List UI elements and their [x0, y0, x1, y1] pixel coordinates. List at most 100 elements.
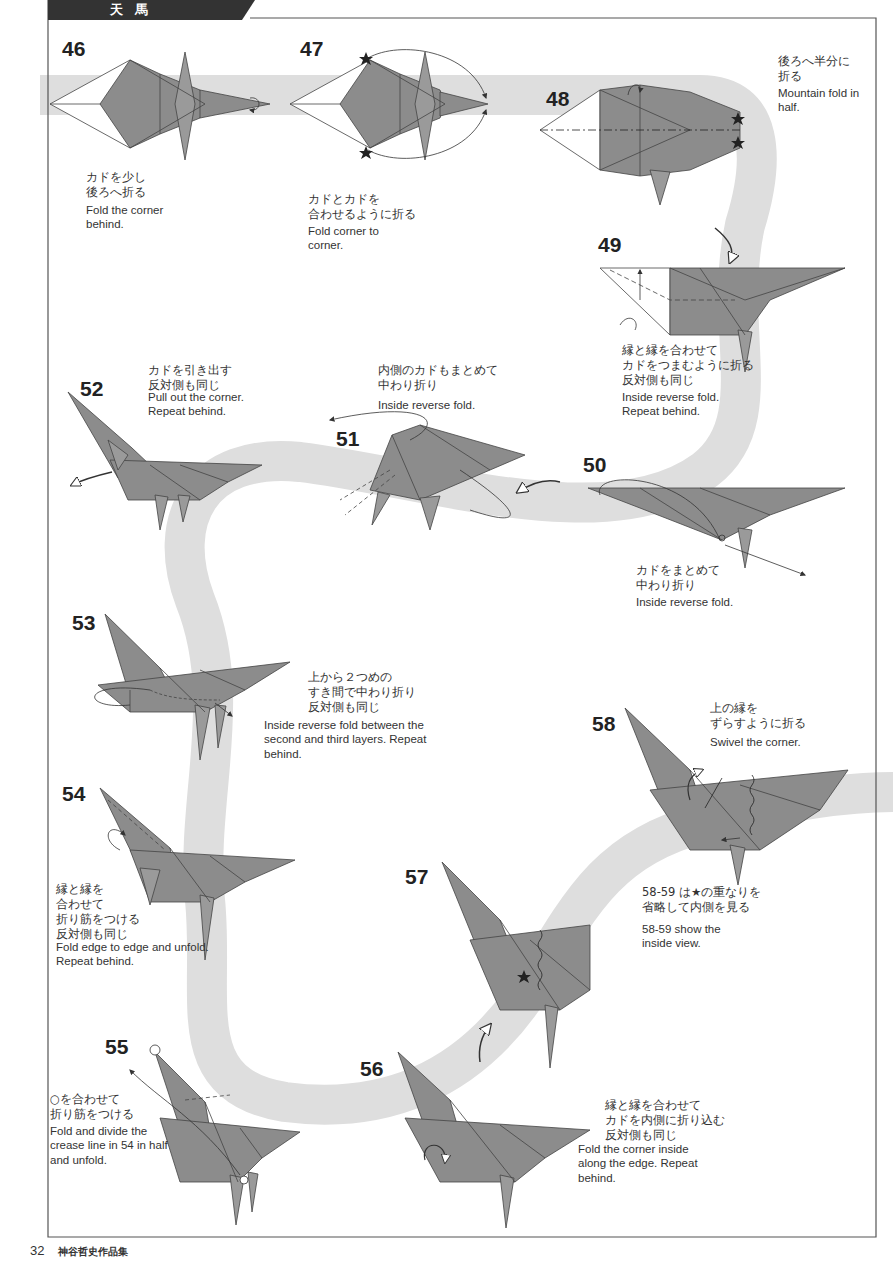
- instruction-en: Inside reverse fold.: [636, 595, 766, 609]
- flow-arrow: [518, 481, 560, 492]
- step-49: [670, 268, 845, 335]
- step-47: [368, 50, 486, 98]
- step-number: 55: [105, 1036, 128, 1057]
- step-49: [640, 270, 641, 300]
- step-52: [178, 495, 190, 522]
- step-51: [420, 496, 440, 530]
- step-56: [450, 1100, 545, 1182]
- step-52: [110, 460, 262, 500]
- step-56: [424, 1145, 445, 1162]
- step-55: [185, 1095, 230, 1100]
- step-51: [340, 470, 395, 515]
- step-56: [398, 1052, 458, 1128]
- step-47: [359, 52, 373, 65]
- step-number: 50: [583, 454, 606, 475]
- step-number: 54: [62, 783, 85, 804]
- step-50: [599, 480, 720, 540]
- step-56: [398, 1052, 590, 1228]
- step-51: [460, 470, 510, 518]
- step-48: [731, 136, 745, 149]
- step-53: [215, 703, 232, 716]
- step-50: [738, 528, 752, 568]
- step-54: [170, 848, 245, 902]
- instruction-ja: 内側のカドもまとめて 中わり折り: [378, 363, 500, 393]
- step-48: [540, 85, 745, 205]
- instruction-en: Fold corner to corner.: [308, 224, 403, 253]
- step-49: [670, 268, 845, 335]
- step-54: [140, 868, 160, 905]
- step-55: [248, 1172, 258, 1212]
- step-58: [750, 775, 754, 835]
- step-50: [719, 535, 725, 541]
- instruction-ja: 縁と縁を合わせて カドを内側に折り込む 反対側も同じ: [605, 1098, 727, 1143]
- step-58: [688, 770, 702, 800]
- instruction-en: Swivel the corner.: [710, 735, 840, 749]
- step-57: [538, 930, 542, 990]
- instruction-en: Fold edge to edge and unfold. Repeat beh…: [56, 940, 234, 969]
- step-48: [628, 85, 640, 95]
- instruction-ja: カドを引き出す 反対側も同じ: [148, 363, 235, 393]
- instruction-en: Fold and divide the crease line in 54 in…: [50, 1124, 170, 1167]
- step-56: [500, 1175, 514, 1228]
- instruction-ja: 上から２つめの すき間で中わり折り 反対側も同じ: [308, 670, 418, 715]
- step-52: [72, 472, 112, 485]
- step-54: [108, 830, 125, 850]
- instruction-ja: カドを少し 後ろへ折る: [86, 170, 150, 200]
- step-46: [175, 52, 195, 160]
- step-46: [250, 98, 259, 110]
- step-48: [650, 170, 670, 205]
- step-49: [600, 268, 670, 335]
- step-58: [705, 778, 722, 808]
- step-55: [150, 1045, 160, 1055]
- step-47: [440, 92, 488, 116]
- step-51: [370, 425, 525, 500]
- step-55: [130, 1070, 240, 1175]
- step-47: [415, 52, 435, 160]
- step-number: 48: [546, 88, 569, 109]
- flow-band: [40, 95, 893, 1105]
- step-58: [625, 708, 848, 885]
- instruction-ja: 後ろへ半分に 折る: [778, 54, 854, 84]
- step-57: [442, 862, 590, 1068]
- step-57: [545, 1005, 558, 1068]
- page-title: 天馬: [60, 1, 210, 18]
- page-frame: [48, 0, 876, 1237]
- step-47: [359, 146, 373, 159]
- step-47: [368, 110, 486, 158]
- instruction-ja: 上の縁を ずらすように折る: [710, 701, 820, 731]
- step-52: [155, 495, 168, 530]
- step-number: 52: [80, 378, 103, 399]
- instruction-ja: 58-59 は★の重なりを 省略して内側を見る: [642, 885, 789, 915]
- step-53: [98, 662, 290, 712]
- step-46: [200, 90, 270, 118]
- step-47: [370, 60, 445, 148]
- flow-arrow: [715, 228, 732, 262]
- step-54: [100, 788, 295, 960]
- step-number: 49: [598, 234, 621, 255]
- step-number: 57: [405, 866, 428, 887]
- step-51: [392, 425, 490, 500]
- step-47: [290, 50, 488, 160]
- step-56: [405, 1118, 590, 1182]
- step-48: [600, 85, 740, 176]
- step-57: [470, 925, 590, 1010]
- title-tab: [48, 0, 255, 20]
- instruction-en: Fold the corner inside along the edge. R…: [578, 1142, 718, 1185]
- instruction-en: Mountain fold in half.: [778, 86, 866, 115]
- step-number: 51: [336, 428, 359, 449]
- flow-arrow: [479, 1025, 490, 1062]
- step-48: [731, 112, 745, 125]
- step-54: [108, 800, 165, 850]
- instruction-en: Fold the corner behind.: [86, 203, 181, 232]
- step-53: [215, 705, 226, 748]
- instruction-ja: カドをまとめて 中わり折り: [636, 563, 723, 593]
- instruction-ja: 縁と縁を合わせて カドをつまむように折る 反対側も同じ: [622, 343, 744, 388]
- instruction-en: Inside reverse fold. Repeat behind.: [622, 390, 752, 419]
- step-53: [95, 614, 290, 760]
- instruction-ja: 縁と縁を 合わせて 折り筋をつける 反対側も同じ: [56, 882, 143, 942]
- step-52: [150, 465, 228, 500]
- step-number: 53: [72, 612, 95, 633]
- step-51: [330, 412, 525, 530]
- step-57: [517, 970, 531, 983]
- step-53: [150, 690, 220, 700]
